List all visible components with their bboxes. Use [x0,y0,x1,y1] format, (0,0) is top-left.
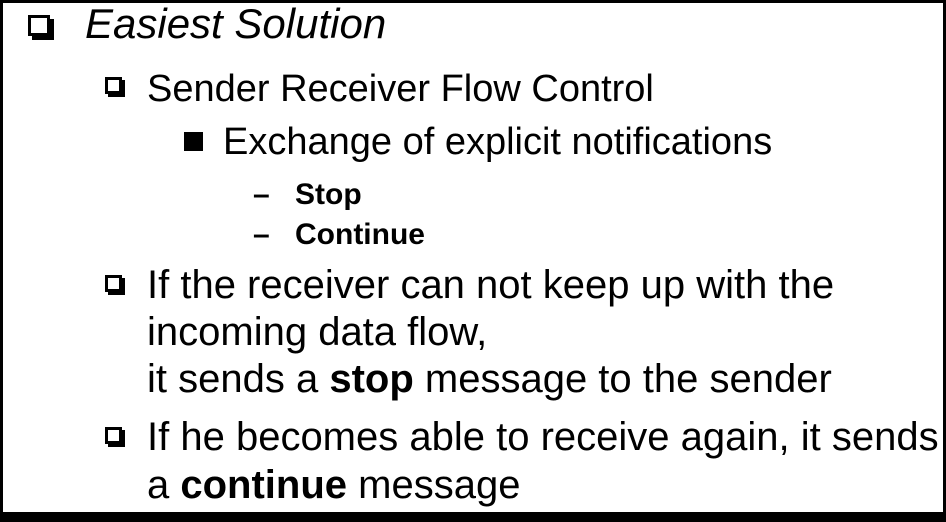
continue-keyword: continue [180,463,348,507]
shadowed-square-bullet-icon [105,275,122,292]
bullet-sender-receiver-flow-control: Sender Receiver Flow Control [147,68,654,110]
filled-square-bullet-icon [184,132,203,151]
paragraph-text: message to the sender [413,357,832,401]
paragraph-text: it sends a [147,357,330,401]
paragraph-line: If he becomes able to receive again, it … [147,415,939,459]
paragraph-line: a continue message [147,461,939,509]
bullet-receiver-cannot-keep-up: If the receiver can not keep up with the… [147,262,834,403]
paragraph-text: a [147,463,181,507]
paragraph-line: incoming data flow, [147,310,488,354]
bullet-becomes-able-to-receive: If he becomes able to receive again, it … [147,413,939,509]
paragraph-line: If the receiver can not keep up with the [147,263,835,307]
bullet-exchange-notifications: Exchange of explicit notifications [223,121,773,163]
bullet-continue: Continue [295,218,425,251]
dash-bullet-icon: – [253,218,270,251]
slide-heading: Easiest Solution [85,0,387,47]
paragraph-text: message [347,463,521,507]
bullet-stop: Stop [295,178,362,211]
shadowed-square-bullet-icon [105,77,122,94]
shadowed-square-bullet-icon [105,427,122,444]
stop-keyword: stop [329,357,414,401]
dash-bullet-icon: – [253,178,270,211]
paragraph-line: it sends a stop message to the sender [147,356,834,403]
shadowed-square-bullet-icon [28,15,50,36]
